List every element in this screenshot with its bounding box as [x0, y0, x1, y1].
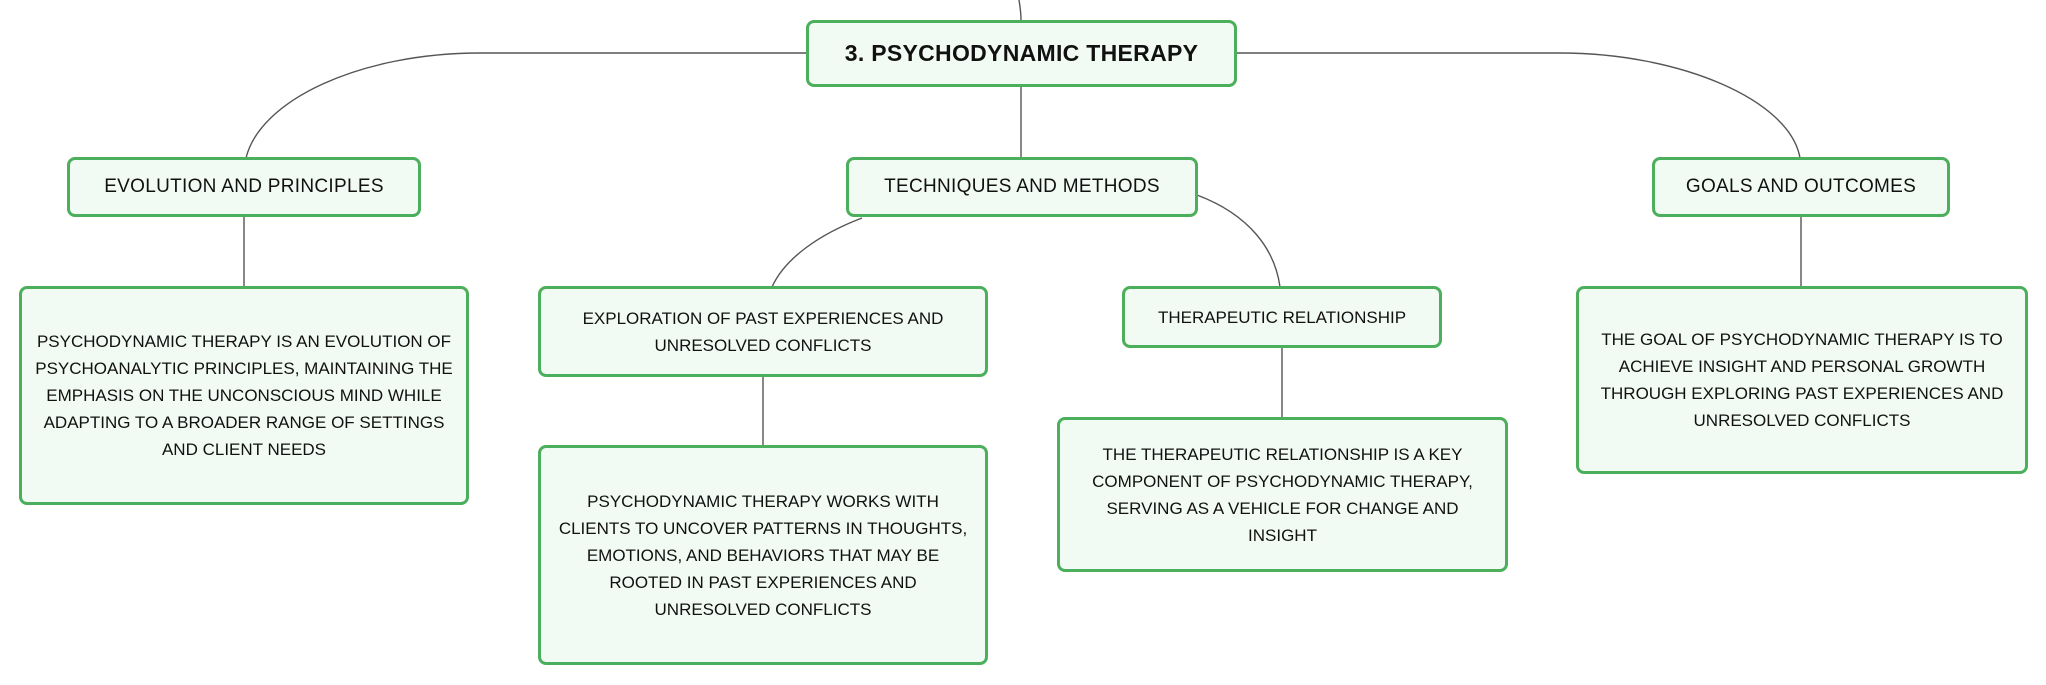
- node-label: EVOLUTION AND PRINCIPLES: [104, 176, 384, 197]
- detail-goals-and-outcomes[interactable]: THE GOAL OF PSYCHODYNAMIC THERAPY IS TO …: [1576, 286, 2028, 474]
- connector-root-to-evolution: [245, 52, 806, 159]
- root-node-psychodynamic-therapy[interactable]: 3. PSYCHODYNAMIC THERAPY: [806, 20, 1237, 87]
- detail-text: THE GOAL OF PSYCHODYNAMIC THERAPY IS TO …: [1600, 330, 2004, 430]
- detail-text: PSYCHODYNAMIC THERAPY IS AN EVOLUTION OF…: [35, 332, 453, 459]
- node-techniques-and-methods[interactable]: TECHNIQUES AND METHODS: [846, 157, 1198, 217]
- detail-evolution-and-principles[interactable]: PSYCHODYNAMIC THERAPY IS AN EVOLUTION OF…: [19, 286, 469, 505]
- detail-text: THE THERAPEUTIC RELATIONSHIP IS A KEY CO…: [1092, 444, 1473, 545]
- connector-parent-to-root: [1018, 0, 1022, 21]
- detail-therapeutic-relationship[interactable]: THE THERAPEUTIC RELATIONSHIP IS A KEY CO…: [1057, 417, 1508, 572]
- node-goals-and-outcomes[interactable]: GOALS AND OUTCOMES: [1652, 157, 1950, 217]
- node-evolution-and-principles[interactable]: EVOLUTION AND PRINCIPLES: [67, 157, 421, 217]
- node-exploration-of-past-experiences[interactable]: EXPLORATION OF PAST EXPERIENCES AND UNRE…: [538, 286, 988, 377]
- node-label: GOALS AND OUTCOMES: [1685, 176, 1917, 197]
- node-label: TECHNIQUES AND METHODS: [884, 176, 1160, 197]
- detail-text: PSYCHODYNAMIC THERAPY WORKS WITH CLIENTS…: [558, 491, 968, 619]
- node-label: EXPLORATION OF PAST EXPERIENCES AND UNRE…: [582, 308, 944, 355]
- connector-root-to-goals: [1237, 52, 1801, 159]
- root-node-label: 3. PSYCHODYNAMIC THERAPY: [844, 40, 1199, 66]
- node-therapeutic-relationship[interactable]: THERAPEUTIC RELATIONSHIP: [1122, 286, 1442, 348]
- detail-exploration-of-past-experiences[interactable]: PSYCHODYNAMIC THERAPY WORKS WITH CLIENTS…: [538, 445, 988, 665]
- connector-techniques-to-relationship: [1196, 194, 1281, 288]
- connector-techniques-to-exploration: [771, 217, 863, 288]
- node-label: THERAPEUTIC RELATIONSHIP: [1157, 307, 1407, 327]
